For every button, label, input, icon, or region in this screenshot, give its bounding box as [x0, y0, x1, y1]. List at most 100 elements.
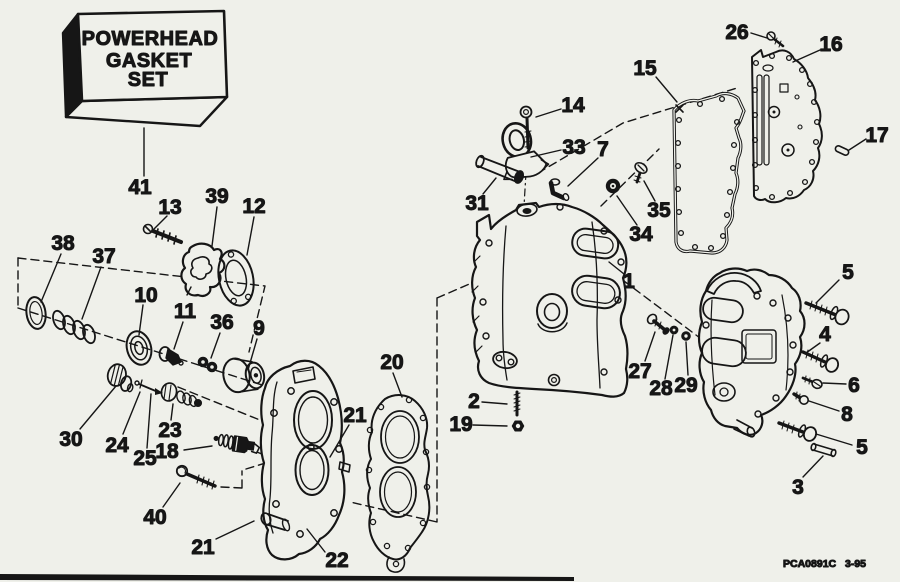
part-crankcase-half [697, 267, 806, 438]
part-valve-11 [158, 346, 184, 366]
leader-40-15 [162, 482, 181, 508]
leader-3-41 [802, 455, 824, 478]
part-pin-3 [810, 442, 837, 458]
leader-13-1 [153, 215, 168, 230]
leader-25-12 [146, 393, 152, 449]
gasket-box-line2: GASKET [106, 50, 192, 72]
callout-41-0: 41 [128, 176, 152, 199]
leader-31-25 [482, 177, 497, 195]
part-nut-28 [669, 325, 679, 335]
part-cylinder-head-22 [259, 359, 351, 561]
part-bolt-5-bottom [777, 420, 818, 442]
powerhead-gasket-set-box: POWERHEAD GASKET SET [61, 9, 229, 128]
callout-24-11: 24 [105, 434, 129, 457]
part-pin-31 [475, 154, 525, 184]
leader-35-27 [643, 180, 656, 202]
leader-39-2 [211, 206, 218, 247]
callout-9-9: 9 [253, 317, 265, 340]
callout-33-23: 33 [562, 136, 585, 159]
part-plug-30 [106, 363, 134, 393]
callout-26-29: 26 [725, 21, 748, 44]
callout-5-40: 5 [856, 436, 868, 459]
callout-6-38: 6 [848, 374, 860, 397]
callout-5-36: 5 [842, 261, 854, 284]
gasket-box-line1: POWERHEAD [82, 28, 219, 50]
callout-31-25: 31 [465, 192, 489, 215]
callout-39-2: 39 [205, 185, 228, 208]
leader-5-40 [815, 433, 853, 446]
part-screw-6 [801, 375, 823, 390]
callout-20-19: 20 [380, 351, 403, 374]
callout-7-24: 7 [597, 138, 609, 161]
callout-36-8: 36 [210, 311, 233, 334]
part-bolt-4 [801, 349, 840, 373]
part-fitting-27 [646, 313, 670, 335]
part-spark-plug-18 [213, 433, 261, 454]
leader-21-16 [215, 520, 255, 540]
leader-16-30 [792, 49, 821, 63]
callout-34-26: 34 [629, 223, 653, 246]
leader-23-13 [170, 403, 174, 421]
part-screw-35 [633, 161, 648, 184]
part-head-gasket-20 [365, 394, 431, 573]
leader-18-14 [183, 445, 213, 451]
leader-5-36 [815, 279, 840, 304]
part-bolt-40 [175, 464, 217, 490]
callout-8-39: 8 [841, 403, 853, 426]
leader-7-24 [567, 157, 599, 187]
leader-6-38 [822, 382, 847, 385]
leader-27-33 [644, 331, 656, 362]
leader-1-32 [608, 261, 625, 275]
leader-8-39 [808, 400, 840, 412]
callout-37-5: 37 [92, 245, 115, 268]
footer-code: PCA0891C [783, 558, 837, 570]
part-nut-29 [681, 331, 691, 341]
leader-38-4 [40, 253, 62, 303]
leader-17-31 [848, 138, 867, 151]
part-cover-gasket-15 [672, 91, 746, 255]
callout-21-18: 21 [343, 404, 367, 427]
part-fitting-8 [792, 391, 809, 405]
callout-35-27: 35 [647, 199, 671, 222]
part-cylinder-block-1 [471, 201, 629, 398]
leader-9-9 [247, 338, 258, 371]
leader-28-34 [664, 334, 674, 380]
leader-34-26 [616, 195, 638, 226]
part-seal-38 [25, 296, 47, 330]
callout-12-3: 12 [242, 195, 265, 218]
part-stud-2 [513, 390, 521, 417]
part-bracket-39 [180, 242, 226, 297]
callout-14-22: 14 [561, 94, 585, 117]
callout-25-12: 25 [133, 447, 157, 470]
part-plug-spring-23 [160, 382, 203, 408]
footer-date: 3-95 [845, 558, 866, 570]
callout-4-37: 4 [819, 323, 831, 346]
leader-4-37 [805, 342, 821, 354]
leader-30-10 [79, 385, 117, 430]
callout-22-17: 22 [325, 549, 348, 572]
callout-1-32: 1 [623, 270, 635, 293]
part-elbow-fitting-7 [548, 178, 570, 202]
callout-18-14: 18 [155, 440, 179, 463]
callout-15-28: 15 [633, 57, 657, 80]
part-spring-37 [52, 309, 96, 345]
leader-29-35 [685, 341, 689, 376]
leader-21-18 [329, 424, 350, 458]
leader-14-22 [535, 108, 562, 118]
callout-10-6: 10 [134, 284, 157, 307]
leader-11-7 [173, 321, 184, 350]
callout-13-1: 13 [158, 196, 181, 219]
leader-20-19 [392, 372, 403, 398]
part-bolt-14 [519, 105, 533, 150]
callout-28-34: 28 [649, 377, 673, 400]
part-crankcase-cover-16 [751, 49, 823, 204]
leader-36-8 [210, 332, 221, 359]
callout-11-7: 11 [174, 300, 197, 323]
part-cap-10 [125, 330, 153, 366]
part-nut-19 [511, 420, 525, 432]
leader-24-11 [122, 391, 141, 435]
part-rings-36 [197, 356, 218, 373]
